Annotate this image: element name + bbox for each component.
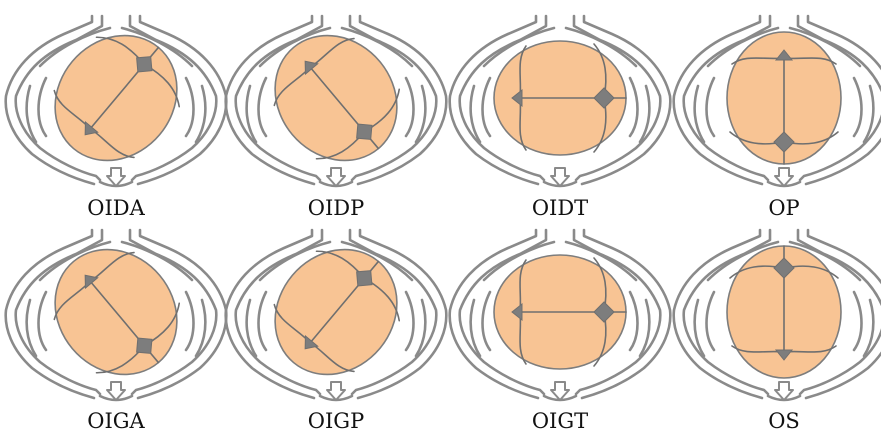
pelvis-outline-left-4	[483, 78, 491, 136]
pelvis-outline-right-4	[854, 292, 862, 350]
position-diagram-os	[674, 230, 881, 400]
fetal-head	[727, 32, 841, 164]
position-diagram-oida	[6, 11, 227, 186]
position-label-oigt: OIGT	[532, 409, 588, 433]
sacrum-arrow-icon	[775, 382, 793, 400]
position-diagram-oidt	[450, 16, 671, 186]
pelvis-outline-left-4	[707, 292, 715, 350]
pelvis-outline-left-4	[707, 78, 715, 136]
pelvis-outline-right-4	[186, 78, 194, 136]
fetal-head	[727, 246, 841, 378]
position-label-oidp: OIDP	[308, 196, 364, 220]
sacrum-arrow-icon	[107, 382, 125, 400]
sacrum-arrow-icon	[327, 382, 345, 400]
sacrum-arrow-icon	[107, 168, 125, 186]
pelvis-outline-left-4	[259, 78, 267, 136]
pelvis-outline-right-4	[406, 292, 414, 350]
pelvis-outline-left-4	[259, 292, 267, 350]
pelvis-outline-right-4	[406, 78, 414, 136]
position-diagram-oigp	[226, 225, 447, 400]
sacrum-arrow-icon	[551, 382, 569, 400]
position-label-oigp: OIGP	[308, 409, 364, 433]
fetal-head	[494, 255, 626, 369]
fetal-head	[494, 41, 626, 155]
position-label-op: OP	[768, 196, 799, 220]
pelvis-outline-right-4	[186, 292, 194, 350]
position-diagram-oidp	[226, 11, 447, 186]
pelvis-outline-left-4	[39, 292, 47, 350]
sacrum-arrow-icon	[551, 168, 569, 186]
sacrum-arrow-icon	[775, 168, 793, 186]
position-label-oiga: OIGA	[87, 409, 145, 433]
position-diagram-oiga	[6, 225, 227, 400]
position-label-oidt: OIDT	[532, 196, 588, 220]
position-label-oida: OIDA	[87, 196, 145, 220]
pelvis-outline-right-4	[854, 78, 862, 136]
position-diagram-oigt	[450, 230, 671, 400]
pelvis-outline-right-4	[630, 292, 638, 350]
position-label-os: OS	[768, 409, 800, 433]
pelvis-outline-left-4	[39, 78, 47, 136]
position-diagram-op	[674, 16, 881, 186]
sacrum-arrow-icon	[327, 168, 345, 186]
pelvis-outline-right-4	[630, 78, 638, 136]
pelvis-outline-left-4	[483, 292, 491, 350]
